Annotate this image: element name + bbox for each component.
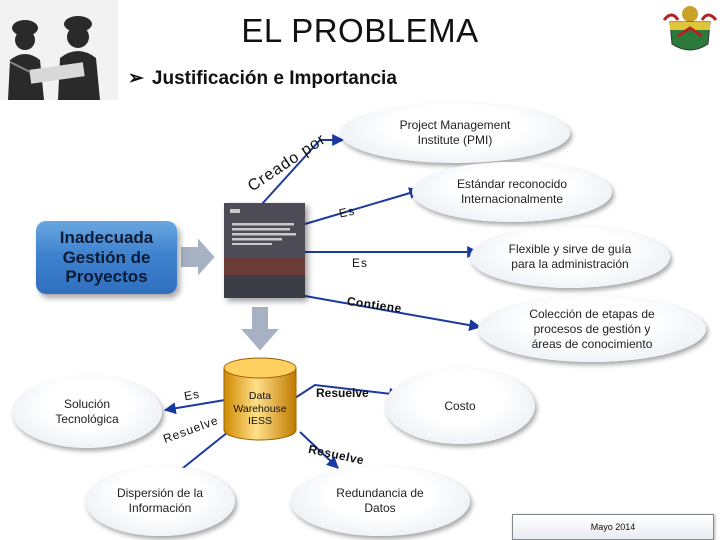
arrow-to-estandar <box>305 190 420 224</box>
node-flexible: Flexible y sirve de guía para la adminis… <box>470 226 670 288</box>
node-dispersion: Dispersión de la Información <box>85 466 235 536</box>
node-coleccion: Colección de etapas de procesos de gesti… <box>478 296 706 362</box>
node-costo: Costo <box>385 368 535 444</box>
node-pmi: Project Management Institute (PMI) <box>340 103 570 163</box>
edge-label-es-3: Es <box>183 387 201 404</box>
block-arrow-right <box>180 236 216 278</box>
database-label: Data Warehouse IESS <box>225 390 295 428</box>
node-estandar: Estándar reconocido Internacionalmente <box>412 162 612 222</box>
block-arrow-down <box>239 306 281 352</box>
footer-date: Mayo 2014 <box>512 514 714 540</box>
node-redundancia: Redundancia de Datos <box>290 466 470 536</box>
node-solucion: Solución Tecnológica <box>12 376 162 448</box>
edge-label-resuelve-1: Resuelve <box>316 386 369 400</box>
pmbok-book-image <box>224 203 305 298</box>
edge-label-es-2: Es <box>352 256 368 270</box>
main-problem-box: Inadecuada Gestión de Proyectos <box>36 221 177 294</box>
